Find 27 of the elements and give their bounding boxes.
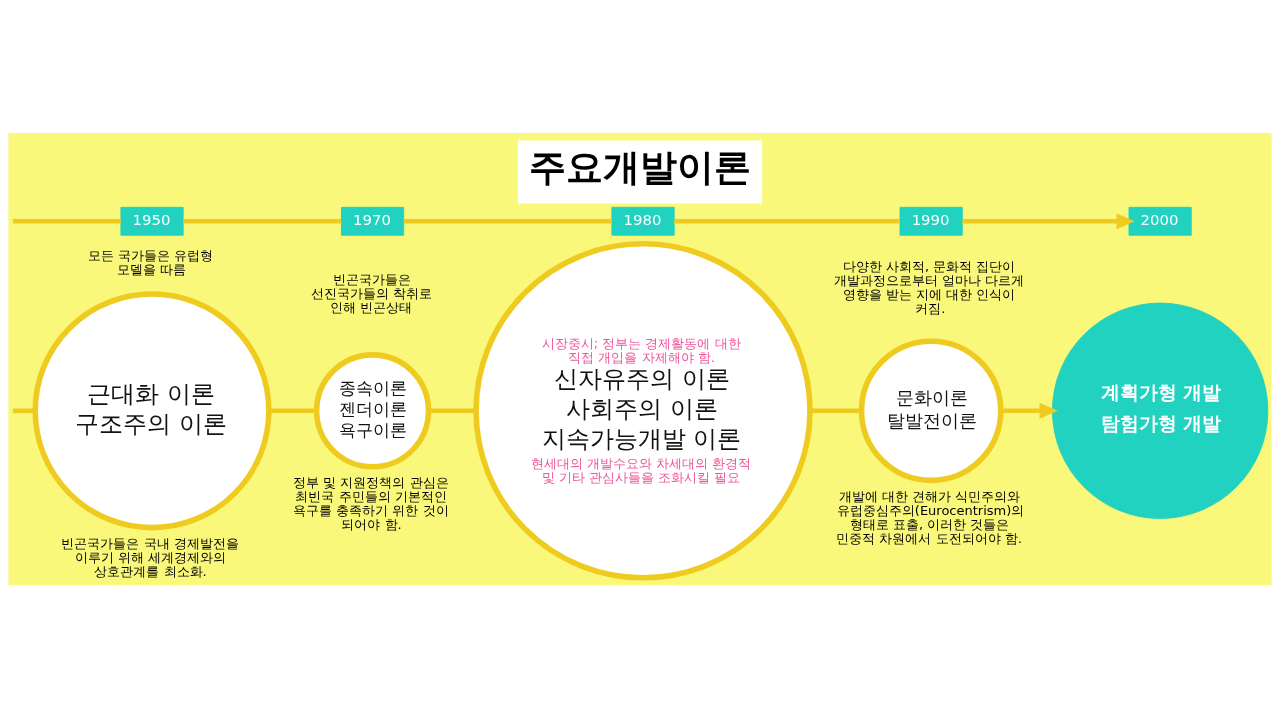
connector xyxy=(183,218,342,224)
node-box: 2000 xyxy=(1128,206,1192,236)
connector xyxy=(403,218,612,224)
node-label: 개발에 대한 견해가 식민주의와 유럽중심주의(Eurocentrism)의 형태로 표출, 이러한 것들은 민중적 차원에서 도전되어야 함. xyxy=(836,489,1025,546)
node-label: 빈곤국가들은 국내 경제발전을 이루기 위해 세계경제와의 상호관계를 최소화. xyxy=(61,536,239,579)
node-circle: 문화이론 탈발전이론 xyxy=(858,338,1004,484)
node-box: 1950 xyxy=(120,206,184,236)
node-box: 1990 xyxy=(899,206,963,236)
node-label: 다양한 사회적, 문화적 집단이 개발과정으로부터 얼마나 다르게 영향을 받는 지에 대한 인식이 커짐. xyxy=(834,258,1025,316)
diagram-title: 주요개발이론 xyxy=(529,146,752,190)
node-circle: 계획가형 개발 탐험가형 개발 xyxy=(1051,302,1269,519)
connector xyxy=(12,218,121,224)
arrow xyxy=(1000,402,1058,419)
node-circle: 종속이론 젠더이론 욕구이론 xyxy=(313,352,432,470)
node-box: 1980 xyxy=(611,206,675,236)
connector xyxy=(269,408,317,414)
connector xyxy=(810,408,862,414)
connector xyxy=(428,408,477,414)
connector xyxy=(12,408,36,414)
node-label: 모든 국가들은 유럽형 모델을 따름 xyxy=(87,248,214,278)
node-circle: 근대화 이론 구조주의 이론 xyxy=(32,291,272,531)
node-circle: 시장중시; 정부는 경제활동에 대한 직접 개입을 자제해야 함. 신자유주의 이론 사회주의 이론 지속가능개발 이론 현세대의 개발수요와 차세대의 환경적 및 기타 관심사들을 조화시킬 필요 xyxy=(473,241,813,581)
connector xyxy=(674,218,900,224)
arrow xyxy=(962,213,1135,230)
node-label: 빈곤국가들은 선진국가들의 착취로 인해 빈곤상태 xyxy=(310,272,432,316)
node-box: 1970 xyxy=(340,206,405,236)
node-label: 정부 및 지원정책의 관심은 최빈국 주민들의 기본적인 욕구를 충족하기 위한 것이 되어야 함. xyxy=(293,475,449,532)
